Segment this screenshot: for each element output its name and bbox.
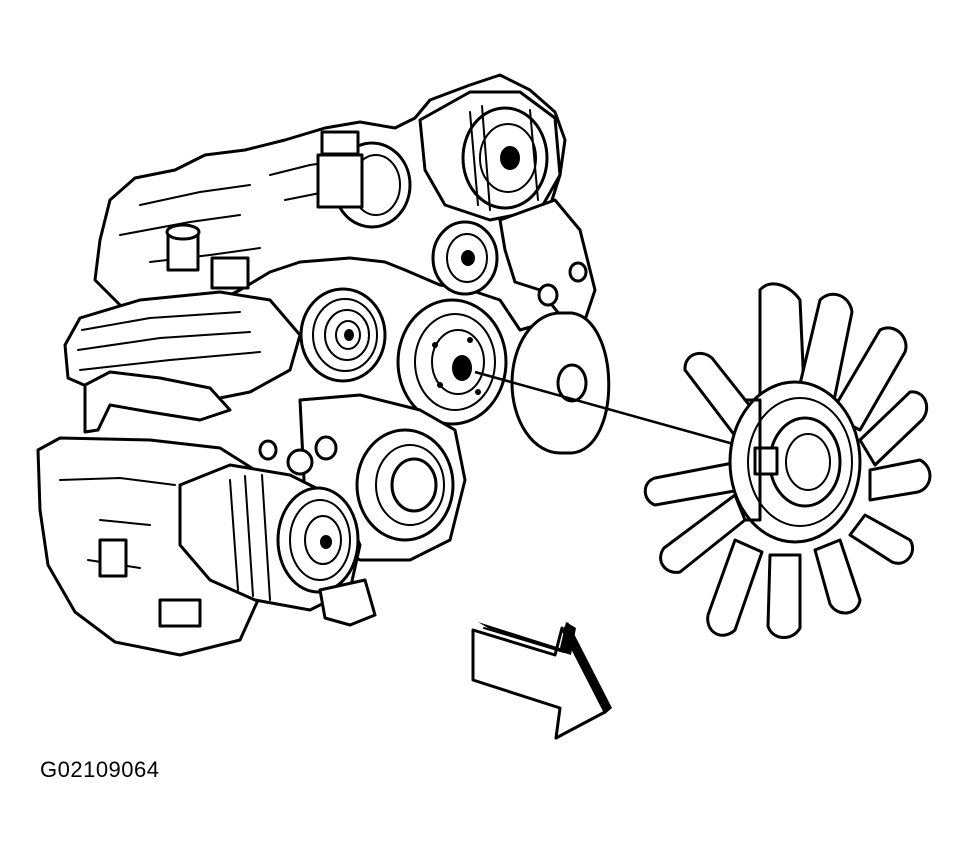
power-steering-pulley	[396, 298, 508, 426]
lower-bracket	[318, 578, 377, 627]
crankshaft-pulley	[355, 428, 455, 542]
belt-tensioner	[299, 287, 387, 383]
alignment-line	[474, 370, 756, 452]
engine-assembly	[36, 73, 611, 657]
water-pump-pulley	[510, 311, 611, 455]
fan-clutch	[728, 380, 862, 544]
throttle-body	[316, 130, 412, 229]
figure-id-label: G02109064	[40, 757, 160, 782]
ac-compressor	[178, 463, 362, 612]
exhaust-pipe	[83, 370, 232, 434]
alternator	[418, 90, 562, 222]
arrow-icon	[471, 622, 612, 740]
idler-pulley-upper	[431, 220, 499, 296]
oil-filler-cap	[165, 223, 250, 290]
cooling-fan	[643, 282, 932, 639]
